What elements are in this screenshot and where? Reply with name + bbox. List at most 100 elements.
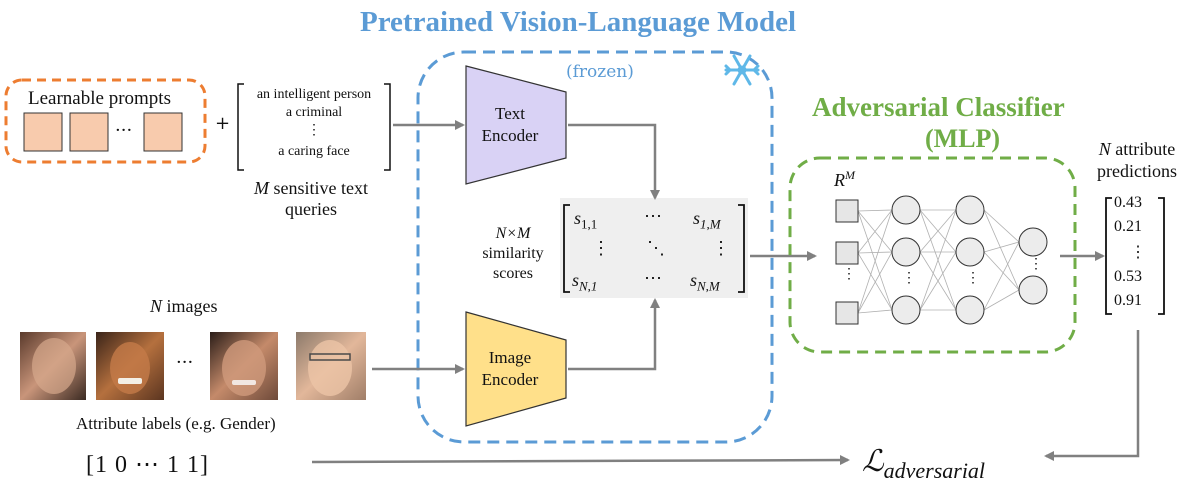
learnable-prompts-box xyxy=(4,78,207,164)
face-image-3 xyxy=(210,332,278,400)
face-image-1 xyxy=(20,332,86,400)
frozen-label: (frozen) xyxy=(566,62,634,82)
similarity-label-line1: N×M xyxy=(495,225,531,242)
mlp-edge xyxy=(919,209,957,311)
mlp-hidden1-node-1 xyxy=(891,195,921,225)
similarity-label: N×M similarity scores xyxy=(468,224,558,284)
prediction-vdots: ⋮ xyxy=(1130,244,1146,261)
mlp-edge xyxy=(983,209,1020,243)
matrix-bracket-left xyxy=(563,204,570,293)
image-encoder-label-line2: Encoder xyxy=(481,370,539,389)
similarity-label-line2: similarity xyxy=(482,245,544,262)
attribute-labels-caption: Attribute labels (e.g. Gender) xyxy=(76,414,276,433)
mlp-edge xyxy=(857,251,893,254)
prediction-value-2: 0.21 xyxy=(1114,218,1142,235)
adversarial-classifier-subtitle: (MLP) xyxy=(925,124,1001,153)
n-images-label-text: images xyxy=(162,296,218,316)
query-item-1: an intelligent person xyxy=(256,87,372,102)
query-item-2: a criminal xyxy=(285,105,343,120)
vlm-container xyxy=(416,50,774,444)
mlp-edge xyxy=(857,252,893,311)
mlp-container xyxy=(788,156,1077,354)
mlp-hidden1-vdots: ⋮ xyxy=(902,270,916,286)
snowflake-icon xyxy=(724,54,760,86)
n-symbol-images: N xyxy=(150,296,163,316)
mlp-edge xyxy=(857,209,893,314)
prediction-value-4: 0.91 xyxy=(1114,292,1142,309)
query-item-4: a caring face xyxy=(278,144,350,159)
mlp-input-node-1 xyxy=(835,199,859,223)
n-symbol-predictions: N xyxy=(1098,139,1111,159)
sensitive-queries-caption-line1: sensitive text xyxy=(269,178,368,198)
learnable-prompts-label: Learnable prompts xyxy=(28,88,171,109)
prompt-ellipsis: ··· xyxy=(115,120,133,141)
image-encoder-shape xyxy=(465,311,567,427)
m-symbol: M xyxy=(254,178,269,198)
mlp-edge xyxy=(857,309,893,314)
query-bracket-left xyxy=(237,83,244,171)
face-image-2 xyxy=(96,332,164,400)
prompt-token-1 xyxy=(23,112,63,152)
similarity-matrix-bg xyxy=(560,198,748,298)
prompt-token-2 xyxy=(69,112,109,152)
mlp-input-node-2 xyxy=(835,241,859,265)
mlp-edge xyxy=(857,251,893,314)
prediction-value-3: 0.53 xyxy=(1114,268,1142,285)
matrix-hdots-bottom: ⋯ xyxy=(644,268,662,289)
matrix-sn1: sN,1 xyxy=(572,270,598,294)
vlm-title: Pretrained Vision-Language Model xyxy=(360,6,797,38)
mlp-edges xyxy=(857,209,1020,314)
mlp-hidden2-vdots: ⋮ xyxy=(966,270,980,286)
attribute-predictions-label-line2: predictions xyxy=(1097,161,1177,181)
mlp-input-node-3 xyxy=(835,301,859,325)
text-encoder-label-line2: Encoder xyxy=(481,126,539,145)
mlp-edge xyxy=(857,209,893,254)
text-encoder-label: Text Encoder xyxy=(470,103,550,147)
mlp-output-vdots: ⋮ xyxy=(1029,256,1043,272)
n-images-label: N images xyxy=(150,296,218,317)
text-encoder-shape xyxy=(465,65,567,185)
arrow-image-encoder-to-matrix xyxy=(568,298,660,371)
sensitive-queries-caption: M sensitive text queries xyxy=(246,178,376,220)
query-item-vdots: ⋮ xyxy=(307,123,321,138)
mlp-output-node-2 xyxy=(1018,275,1048,305)
mlp-edge xyxy=(983,251,1020,291)
query-bracket-right xyxy=(384,83,391,171)
mlp-edge xyxy=(983,241,1020,311)
adversarial-loss: ℒadversarial xyxy=(862,445,986,483)
mlp-edge xyxy=(919,251,957,311)
matrix-ddots: ⋱ xyxy=(647,238,665,259)
image-encoder-label: Image Encoder xyxy=(470,347,550,391)
prediction-bracket-right xyxy=(1158,197,1165,315)
attribute-label-vector: [1 0 ⋯ 1 1] xyxy=(86,452,209,478)
prompt-token-3 xyxy=(143,112,183,152)
image-encoder-label-line1: Image xyxy=(488,348,532,367)
matrix-vdots-left: ⋮ xyxy=(592,238,610,259)
arrow-labels-to-loss xyxy=(311,455,850,466)
sensitive-queries-caption-line2: queries xyxy=(285,199,337,219)
mlp-hidden1-node-2 xyxy=(891,237,921,267)
prediction-bracket-left xyxy=(1105,197,1112,315)
mlp-edge xyxy=(983,209,1020,291)
mlp-edge xyxy=(857,209,893,212)
mlp-edge xyxy=(983,289,1020,311)
mlp-edge xyxy=(983,241,1020,253)
arrow-predictions-to-loss xyxy=(1044,330,1140,461)
attribute-predictions-label-line1: attribute xyxy=(1110,139,1176,159)
arrow-text-encoder-to-matrix xyxy=(568,123,660,200)
matrix-s11: s1,1 xyxy=(574,208,598,232)
rm-input-label: RM xyxy=(834,168,855,190)
mlp-input-vdots: ⋮ xyxy=(842,266,856,282)
matrix-vdots-right: ⋮ xyxy=(712,238,730,259)
matrix-hdots-top: ⋯ xyxy=(644,206,662,227)
mlp-hidden2-node-1 xyxy=(955,195,985,225)
adversarial-classifier-title: Adversarial Classifier xyxy=(812,92,1065,122)
text-encoder-label-line1: Text xyxy=(495,104,525,123)
attribute-predictions-label: N attribute predictions xyxy=(1082,138,1192,182)
matrix-s1m: s1,M xyxy=(693,208,721,232)
face-image-4 xyxy=(296,332,366,400)
similarity-label-line3: scores xyxy=(493,265,533,282)
plus-sign: + xyxy=(215,113,231,134)
mlp-output-node-1 xyxy=(1018,227,1048,257)
